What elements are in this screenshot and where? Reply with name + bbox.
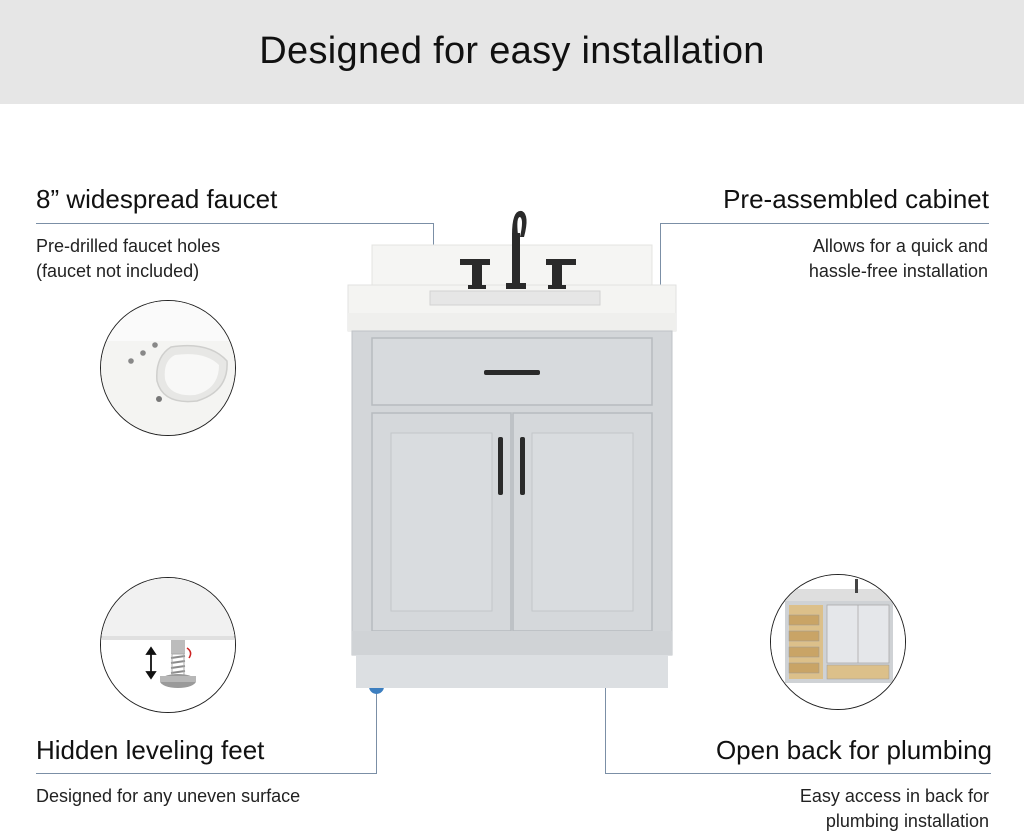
feature-desc-plumbing: Easy access in back for plumbing install… (800, 784, 989, 834)
leader-line-faucet-h (36, 223, 434, 224)
leveling-foot-icon (100, 577, 236, 713)
leader-line-cabinet-h (660, 223, 989, 224)
feature-title-faucet: 8” widespread faucet (36, 184, 278, 214)
feature-title-plumbing: Open back for plumbing (715, 735, 992, 765)
leader-line-feet-v (376, 688, 377, 774)
feature-desc-faucet: Pre-drilled faucet holes (faucet not inc… (36, 234, 220, 284)
feature-desc-faucet-line1: Pre-drilled faucet holes (36, 236, 221, 256)
feature-title-cabinet: Pre-assembled cabinet (723, 184, 989, 214)
feature-desc-cabinet-line1: Allows for a quick and (812, 236, 988, 256)
feature-desc-faucet-line2: (faucet not included) (36, 261, 200, 281)
vanity-illustration (346, 205, 678, 690)
header-banner: Designed for easy installation (0, 0, 1024, 104)
feature-title-feet: Hidden leveling feet (36, 735, 265, 765)
feature-desc-plumbing-line2: plumbing installation (825, 811, 989, 831)
leader-line-feet-h (36, 773, 377, 774)
sink-detail-icon (100, 300, 236, 436)
feature-desc-feet: Designed for any uneven surface (36, 784, 300, 809)
feature-desc-plumbing-line1: Easy access in back for (799, 786, 989, 806)
feature-desc-cabinet-line2: hassle-free installation (808, 261, 988, 281)
feature-desc-cabinet: Allows for a quick and hassle-free insta… (809, 234, 988, 284)
leader-line-plumbing-h (606, 773, 991, 774)
cabinet-back-icon (770, 574, 906, 710)
feature-desc-feet-line1: Designed for any uneven surface (36, 786, 301, 806)
page-title: Designed for easy installation (259, 30, 765, 72)
